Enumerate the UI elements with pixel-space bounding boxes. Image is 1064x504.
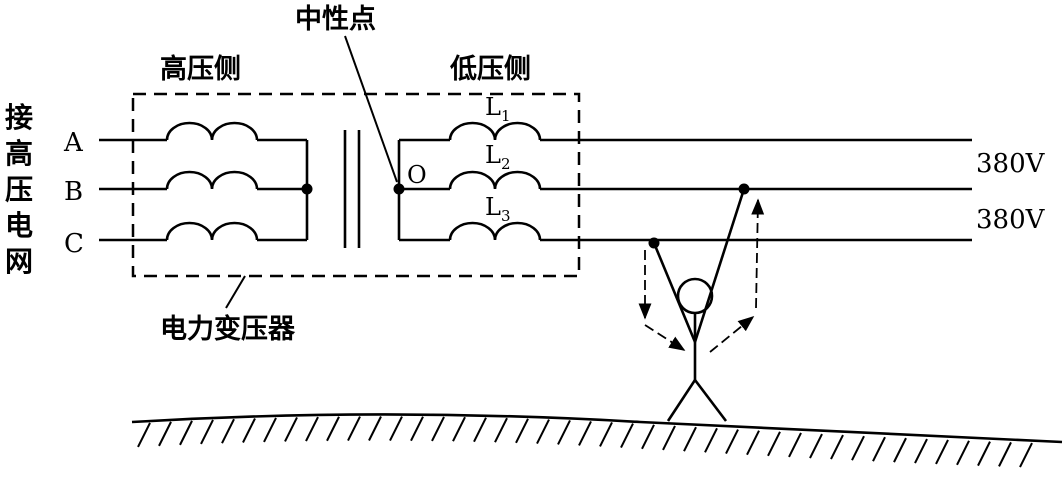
ground-hatch-stroke — [851, 435, 865, 461]
ground-hatch-stroke — [557, 419, 571, 445]
ground-hatch-stroke — [641, 424, 655, 450]
ground-hatch-stroke — [326, 416, 340, 442]
ground-hatch-stroke — [599, 421, 613, 447]
ground-hatch-stroke — [578, 420, 592, 446]
ground-hatch-stroke — [242, 418, 256, 443]
ground-hatch-stroke — [893, 437, 907, 463]
ground-hatch-stroke — [431, 416, 445, 442]
primary-coil-b — [165, 170, 259, 190]
ground-hatch-stroke — [410, 416, 424, 442]
ground-hatch-stroke — [158, 421, 172, 447]
ground-hatch-stroke — [662, 425, 676, 451]
ground-line — [131, 413, 1063, 444]
ground-hatch-stroke — [956, 440, 970, 466]
grid-label-char: 高 — [5, 137, 33, 170]
ground-hatch-stroke — [1019, 442, 1033, 468]
ground-hatch-stroke — [473, 417, 487, 443]
primary-star-node — [301, 183, 313, 195]
grid-label-char: 压 — [5, 173, 33, 206]
secondary-coil-1 — [448, 121, 542, 141]
person-leg-right — [693, 379, 728, 422]
low-side-label: 低压侧 — [449, 54, 531, 85]
ground-hatch-stroke — [725, 429, 739, 454]
ground-hatch-stroke — [536, 419, 550, 445]
coil-label-2: L2 — [485, 141, 510, 173]
high-side-label: 高压侧 — [160, 53, 241, 85]
transformer-pointer — [225, 275, 246, 309]
current-arrow-left — [644, 324, 686, 351]
transformer-label: 电力变压器 — [160, 313, 296, 345]
ground-hatch-stroke — [263, 417, 277, 443]
voltage-label-bottom: 380V — [976, 205, 1046, 235]
ground-hatch-stroke — [830, 434, 844, 460]
transformer-box — [131, 92, 581, 278]
ground-hatch-stroke — [452, 416, 466, 442]
neutral-label: 中性点 — [295, 4, 376, 35]
secondary-coil-3 — [448, 221, 542, 241]
grid-label-char: 电 — [5, 209, 33, 242]
ground-hatch-stroke — [221, 418, 235, 444]
neutral-pointer — [344, 35, 398, 183]
ground-hatching — [137, 416, 1033, 468]
ground-hatch-stroke — [515, 418, 529, 444]
secondary-coil-2 — [448, 170, 542, 190]
grid-label-char: 网 — [5, 245, 33, 278]
primary-coil-a — [165, 121, 259, 141]
ground-hatch-stroke — [305, 416, 319, 442]
ground-hatch-stroke — [767, 431, 781, 457]
ground-hatch-stroke — [284, 416, 298, 442]
ground-hatch-stroke — [179, 420, 193, 446]
ground-hatch-stroke — [935, 439, 949, 465]
coil-label-3: L3 — [485, 193, 510, 225]
ground-hatch-stroke — [977, 441, 991, 467]
coil-label-1: L1 — [485, 93, 510, 125]
voltage-label-top: 380V — [976, 149, 1046, 179]
ground-hatch-stroke — [347, 416, 361, 442]
ground-hatch-stroke — [494, 417, 508, 443]
ground-hatch-stroke — [872, 436, 886, 462]
ground-hatch-stroke — [683, 426, 697, 452]
ground-hatch-stroke — [368, 416, 382, 441]
neutral-point-label: O — [407, 161, 427, 189]
ground-hatch-stroke — [704, 427, 718, 453]
ground-hatch-stroke — [746, 430, 760, 456]
phase-label-a: A — [63, 128, 84, 158]
ground-hatch-stroke — [788, 432, 802, 458]
person-arm-right — [693, 188, 746, 343]
ground-hatch-stroke — [914, 438, 928, 464]
ground-hatch-stroke — [389, 416, 403, 441]
current-arrow-right — [709, 315, 755, 353]
person-arm-left — [652, 242, 697, 343]
phase-label-b: B — [64, 177, 83, 207]
ground-hatch-stroke — [137, 422, 151, 448]
ground-hatch-stroke — [998, 441, 1012, 467]
ground-hatch-stroke — [200, 419, 214, 445]
ground-hatch-stroke — [620, 423, 634, 449]
ground-hatch-stroke — [809, 433, 823, 459]
primary-coil-c — [165, 221, 259, 241]
phase-label-c: C — [64, 229, 84, 259]
grid-label-char: 接 — [5, 101, 33, 134]
person-figure — [652, 188, 746, 422]
current-arrow-right — [751, 198, 765, 309]
person-leg-left — [666, 379, 697, 422]
